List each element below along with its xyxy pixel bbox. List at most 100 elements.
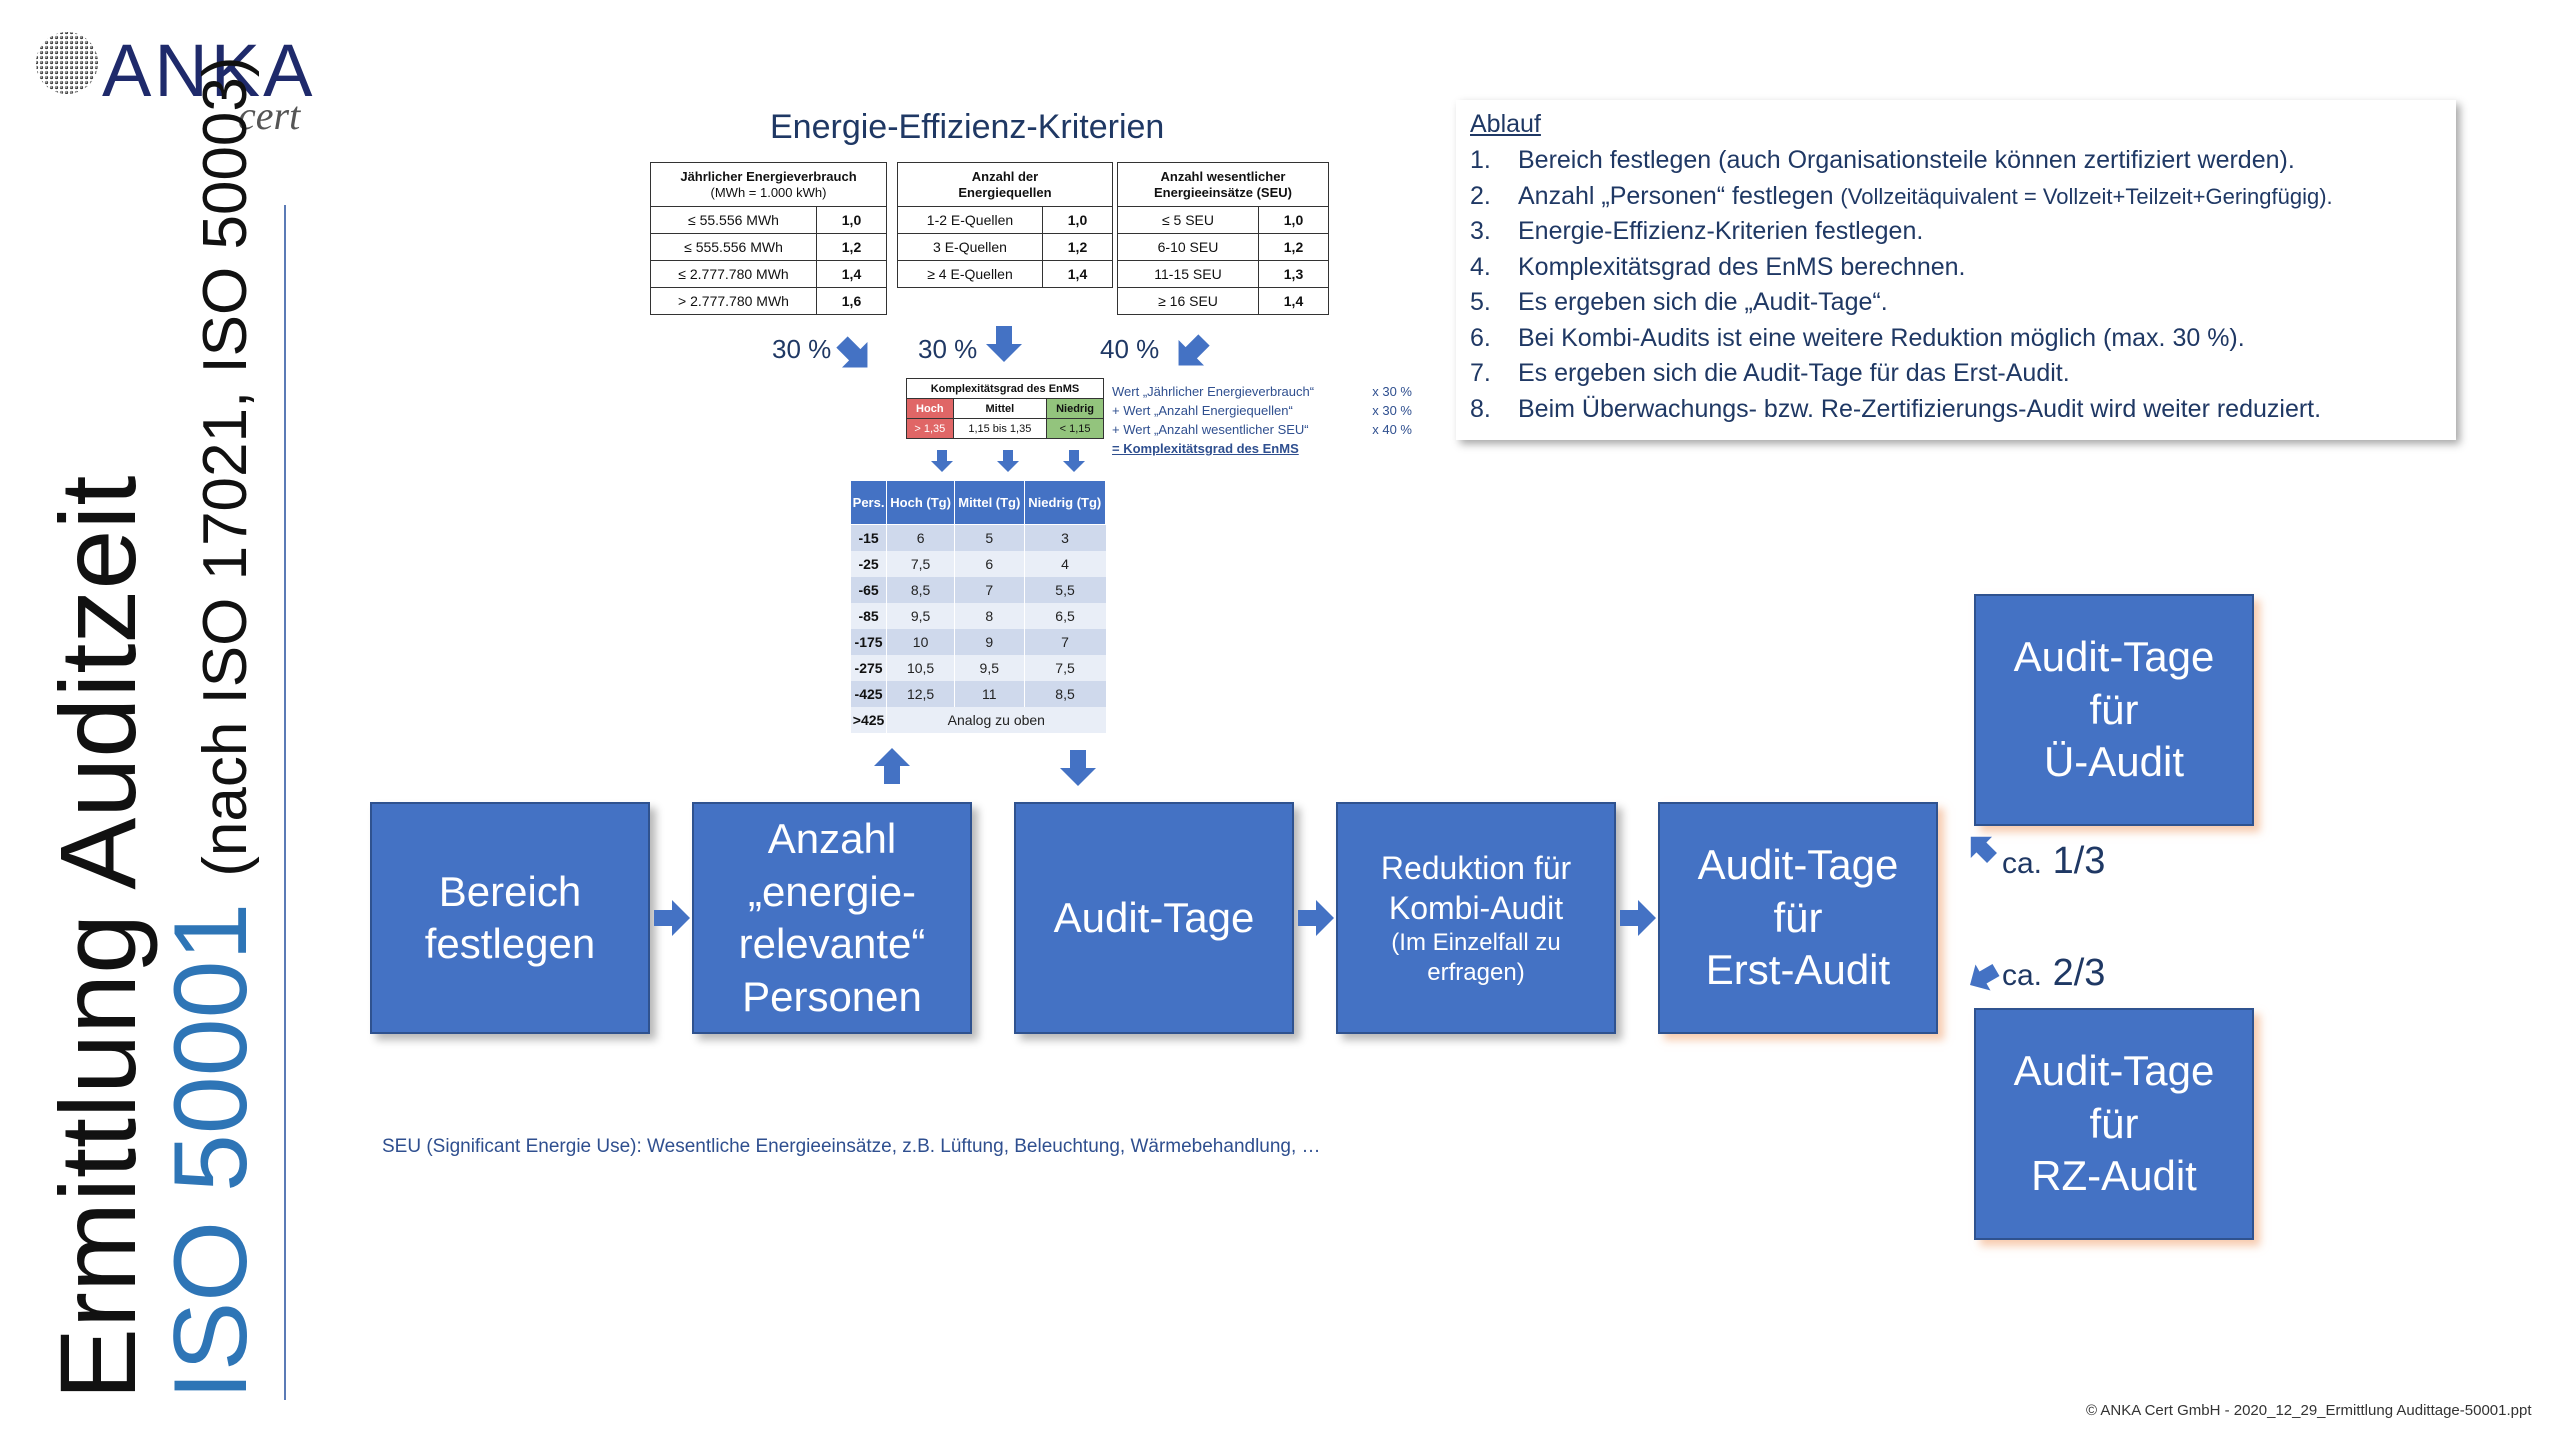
item-number: 2. <box>1470 181 1491 210</box>
ratio-value: 1/3 <box>2052 840 2106 882</box>
row-value: 1,3 <box>1258 260 1329 288</box>
list-item: 7. Es ergeben sich die Audit-Tage für das… <box>1470 356 2442 392</box>
ratio-prefix: ca. <box>2002 847 2043 880</box>
box-line: Erst-Audit <box>1705 946 1891 994</box>
box-line: erfragen) <box>1427 959 1525 986</box>
arrow-right-icon <box>1298 900 1334 936</box>
box-line: Anzahl <box>767 815 897 862</box>
item-text: Es ergeben sich die Audit-Tage für das E… <box>1518 359 2070 387</box>
box-line: für <box>1773 893 1823 941</box>
row-label: 1-2 E-Quellen <box>897 206 1043 234</box>
list-item: 5.Es ergeben sich die „Audit-Tage“. <box>1470 285 2442 321</box>
box-line: Audit-Tage <box>1697 841 1899 889</box>
box-line: Reduktion für <box>1380 850 1572 886</box>
formula-factor: x 30 % <box>1372 403 1412 418</box>
arrow-up-icon <box>874 748 910 784</box>
cell: 5,5 <box>1023 576 1106 603</box>
arrow-right-icon <box>1620 900 1656 936</box>
item-number: 4. <box>1470 252 1491 281</box>
item-note: (Vollzeitäquivalent = Vollzeit+Teilzeit+… <box>1840 183 2333 209</box>
ablauf-panel: Ablauf 1.Bereich festlegen (auch Organis… <box>1456 100 2456 440</box>
cell: 6 <box>954 550 1025 577</box>
arrow-down-icon <box>997 450 1019 472</box>
item-text: Bei Kombi-Audits ist eine weitere Redukt… <box>1518 323 2245 352</box>
complexity-formula: Wert „Jährlicher Energieverbrauch“ x 30 %… <box>1112 382 1412 458</box>
cell: 10 <box>886 628 955 655</box>
level-niedrig: Niedrig <box>1046 398 1104 419</box>
complexity-table: Komplexitätsgrad des EnMS Hoch Mittel Ni… <box>906 378 1104 439</box>
item-number: 3. <box>1470 217 1491 245</box>
cell: -425 <box>849 680 887 707</box>
formula-text: Wert „Jährlicher Energieverbrauch“ <box>1112 384 1315 399</box>
cell: 3 <box>1023 524 1106 551</box>
list-item: 4.Komplexitätsgrad des EnMS berechnen. <box>1470 250 2442 286</box>
row-value: 1,2 <box>816 233 887 261</box>
item-number: 5. <box>1470 288 1491 316</box>
copyright: © ANKA Cert GmbH - 2020_12_29_Ermittlung… <box>2086 1402 2532 1419</box>
ratio-ue-audit: ca. 1/3 <box>2002 840 2105 883</box>
cell: 6 <box>886 524 955 551</box>
box-line: RZ-Audit <box>2031 1152 2197 1200</box>
arrow-down-icon <box>931 450 953 472</box>
col-header: Niedrig (Tg) <box>1023 480 1107 525</box>
item-text: Energie-Effizienz-Kriterien festlegen. <box>1518 217 1924 245</box>
formula-factor: x 40 % <box>1372 422 1412 437</box>
row-label: ≥ 16 SEU <box>1117 287 1259 315</box>
formula-row: + Wert „Anzahl wesentlicher SEU“ x 40 % <box>1112 420 1412 439</box>
item-number: 7. <box>1470 359 1491 387</box>
cell: 8,5 <box>886 576 955 603</box>
cell: -275 <box>849 654 887 681</box>
header-line: Energiequellen <box>958 184 1052 200</box>
cell: 7,5 <box>1023 654 1106 681</box>
header-line: Energieeinsätze (SEU) <box>1154 184 1292 200</box>
range-mittel: 1,15 bis 1,35 <box>952 418 1048 439</box>
box-line: für <box>2089 685 2139 733</box>
row-label: 3 E-Quellen <box>897 233 1043 261</box>
box-erst-audit: Audit-Tage für Erst-Audit <box>1658 802 1938 1034</box>
box-line: festlegen <box>424 920 596 967</box>
weight-quellen: 30 % <box>918 334 978 364</box>
item-text: Bereich festlegen (auch Organisationstei… <box>1518 146 2295 174</box>
list-item: 3. Energie-Effizienz-Kriterien festlegen. <box>1470 214 2442 250</box>
row-value: 1,4 <box>816 260 887 288</box>
row-value: 1,0 <box>1042 206 1113 234</box>
formula-text: + Wert „Anzahl wesentlicher SEU“ <box>1112 422 1309 437</box>
formula-row: + Wert „Anzahl Energiequellen“x 30 % <box>1112 401 1412 420</box>
arrow-down-left-icon <box>1970 963 2000 991</box>
box-reduktion-kombi: Reduktion für Kombi-Audit (Im Einzelfall… <box>1336 802 1616 1034</box>
box-anzahl-personen: Anzahl „energie- relevante“ Personen <box>692 802 972 1034</box>
col-header: Pers. <box>849 480 888 525</box>
cell: 7 <box>954 576 1025 603</box>
ratio-prefix: ca. <box>2002 959 2043 992</box>
row-label: ≤ 555.556 MWh <box>650 233 817 261</box>
weight-verbrauch: 30 % <box>772 334 832 364</box>
cell: 9 <box>954 628 1025 655</box>
cell: -25 <box>849 550 887 577</box>
range-niedrig: < 1,15 <box>1046 418 1104 439</box>
cell: 10,5 <box>886 654 955 681</box>
formula-result: = Komplexitätsgrad des EnMS <box>1112 441 1299 456</box>
header-line: (MWh = 1.000 kWh) <box>710 184 827 200</box>
list-item: 1.Bereich festlegen (auch Organisationst… <box>1470 143 2442 179</box>
row-value: 1,4 <box>1042 260 1113 288</box>
header-line: Anzahl der <box>971 168 1039 184</box>
logo-subtitle: cert <box>238 93 301 138</box>
ablauf-heading: Ablauf <box>1470 110 1541 138</box>
arrow-down-icon <box>986 326 1022 362</box>
cell: 9,5 <box>886 602 955 629</box>
row-label: > 2.777.780 MWh <box>650 287 817 315</box>
formula-factor: x 30 % <box>1372 384 1412 399</box>
